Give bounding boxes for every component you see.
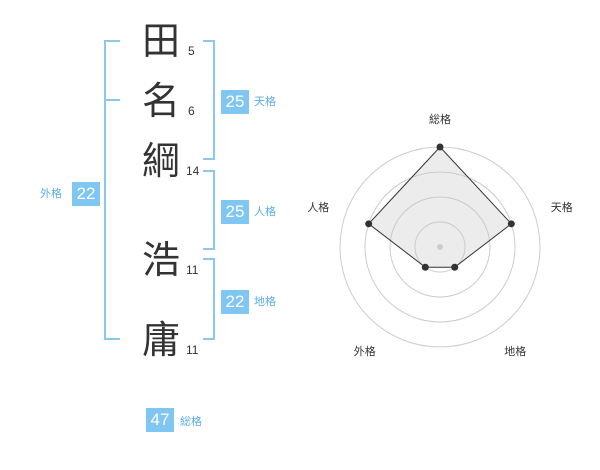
stroke-count-4: 11 xyxy=(186,263,199,277)
tenkaku-label: 天格 xyxy=(254,95,276,108)
jinkaku-score: 25 xyxy=(221,200,249,224)
radar-polygon xyxy=(367,146,513,268)
soukaku-label: 総格 xyxy=(180,415,202,428)
stroke-count-5: 11 xyxy=(186,343,199,357)
radar-ring-3 xyxy=(364,171,516,323)
chikaku-score: 22 xyxy=(221,290,249,314)
name-char-2: 名 xyxy=(141,79,180,123)
radar-ring-1 xyxy=(414,221,466,273)
radar-center-dot xyxy=(437,244,443,250)
stroke-count-2: 6 xyxy=(188,104,195,118)
radar-axis-label-3: 地格 xyxy=(504,344,527,358)
radar-axis-label-5: 人格 xyxy=(307,201,330,215)
jinkaku-bracket xyxy=(203,170,215,250)
radar-axis-label-1: 総格 xyxy=(429,113,451,126)
radar-ring-2 xyxy=(389,196,491,298)
radar-point-2 xyxy=(507,220,515,228)
jinkaku-label: 人格 xyxy=(254,205,276,218)
gaikaku-bracket xyxy=(104,40,120,340)
stroke-count-3: 14 xyxy=(186,164,200,178)
gaikaku-score: 22 xyxy=(72,182,100,206)
tenkaku-bracket xyxy=(203,40,215,160)
gaikaku-label: 外格 xyxy=(40,187,62,200)
stroke-count-1: 5 xyxy=(188,44,195,58)
radar-point-1 xyxy=(436,143,444,151)
tenkaku-score: 25 xyxy=(221,90,249,114)
name-char-4: 浩 xyxy=(141,238,180,282)
radar-axis-label-4: 外格 xyxy=(353,344,376,358)
radar-point-3 xyxy=(451,263,459,271)
name-char-3: 綱 xyxy=(141,139,180,183)
radar-point-4 xyxy=(421,263,429,271)
gaikaku-bracket-tick xyxy=(104,99,120,101)
radar-axis-label-2: 天格 xyxy=(550,201,573,215)
name-char-5: 庸 xyxy=(141,318,180,362)
soukaku-score: 47 xyxy=(146,408,174,432)
radar-point-5 xyxy=(365,220,373,228)
chikaku-label: 地格 xyxy=(254,295,276,308)
chikaku-bracket xyxy=(203,258,215,340)
name-char-1: 田 xyxy=(141,19,180,63)
